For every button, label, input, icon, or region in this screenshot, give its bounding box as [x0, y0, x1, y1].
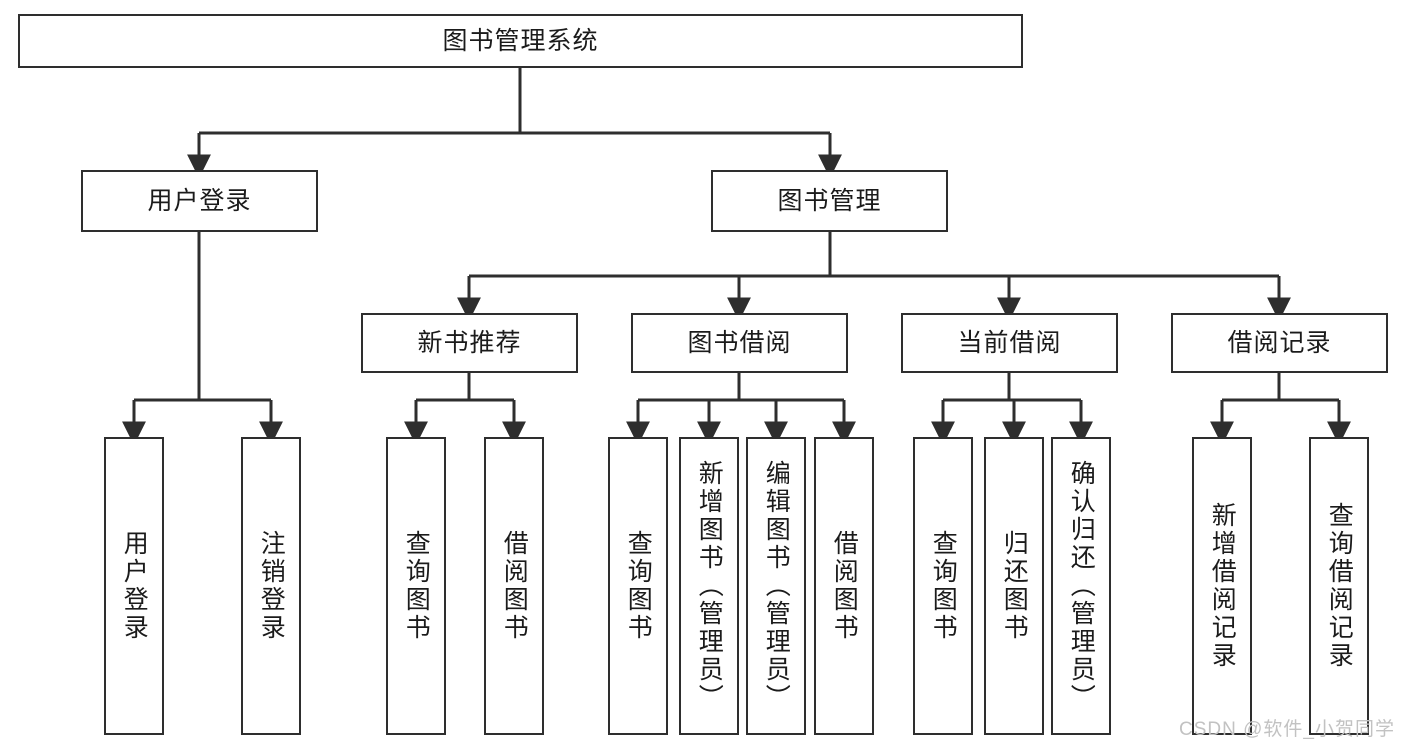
node-label: 借阅图书 — [500, 530, 529, 642]
node-label: 图书管理 — [777, 186, 882, 215]
node-leaf-logout[interactable]: 注销登录 — [241, 437, 301, 735]
node-label: 当前借阅 — [957, 328, 1062, 357]
node-leaf-query-book-current[interactable]: 查询图书 — [913, 437, 973, 735]
node-leaf-add-borrow-record[interactable]: 新增借阅记录 — [1192, 437, 1252, 735]
node-label: 图书管理系统 — [442, 26, 599, 55]
node-user-login[interactable]: 用户登录 — [81, 170, 318, 232]
node-borrow-record[interactable]: 借阅记录 — [1171, 313, 1388, 373]
node-leaf-confirm-return-admin[interactable]: 确认归还（管理员） — [1051, 437, 1111, 735]
node-label: 查询图书 — [929, 530, 958, 642]
node-root-book-management-system[interactable]: 图书管理系统 — [18, 14, 1023, 68]
node-current-borrow[interactable]: 当前借阅 — [901, 313, 1118, 373]
node-label: 查询图书 — [624, 530, 653, 642]
node-leaf-query-book-borrow[interactable]: 查询图书 — [608, 437, 668, 735]
node-label: 借阅记录 — [1227, 328, 1332, 357]
watermark-text: CSDN @软件_小贺同学 — [1179, 719, 1395, 740]
node-label: 注销登录 — [257, 530, 286, 642]
node-leaf-borrow-book-recommend[interactable]: 借阅图书 — [484, 437, 544, 735]
node-new-book-recommend[interactable]: 新书推荐 — [361, 313, 578, 373]
node-leaf-borrow-book[interactable]: 借阅图书 — [814, 437, 874, 735]
node-book-borrow[interactable]: 图书借阅 — [631, 313, 848, 373]
node-label: 归还图书 — [1000, 530, 1029, 642]
node-leaf-query-book-recommend[interactable]: 查询图书 — [386, 437, 446, 735]
node-label: 新书推荐 — [417, 328, 522, 357]
node-label: 编辑图书（管理员） — [762, 460, 791, 712]
node-label: 确认归还（管理员） — [1067, 460, 1096, 712]
node-leaf-user-login[interactable]: 用户登录 — [104, 437, 164, 735]
node-label: 用户登录 — [120, 530, 149, 642]
node-leaf-add-book-admin[interactable]: 新增图书（管理员） — [679, 437, 739, 735]
node-leaf-return-book[interactable]: 归还图书 — [984, 437, 1044, 735]
node-leaf-edit-book-admin[interactable]: 编辑图书（管理员） — [746, 437, 806, 735]
node-book-management[interactable]: 图书管理 — [711, 170, 948, 232]
node-label: 查询借阅记录 — [1325, 502, 1354, 670]
node-label: 查询图书 — [402, 530, 431, 642]
node-label: 借阅图书 — [830, 530, 859, 642]
node-label: 新增图书（管理员） — [695, 460, 724, 712]
node-leaf-query-borrow-record[interactable]: 查询借阅记录 — [1309, 437, 1369, 735]
node-label: 图书借阅 — [687, 328, 792, 357]
node-label: 用户登录 — [147, 186, 252, 215]
node-label: 新增借阅记录 — [1208, 502, 1237, 670]
